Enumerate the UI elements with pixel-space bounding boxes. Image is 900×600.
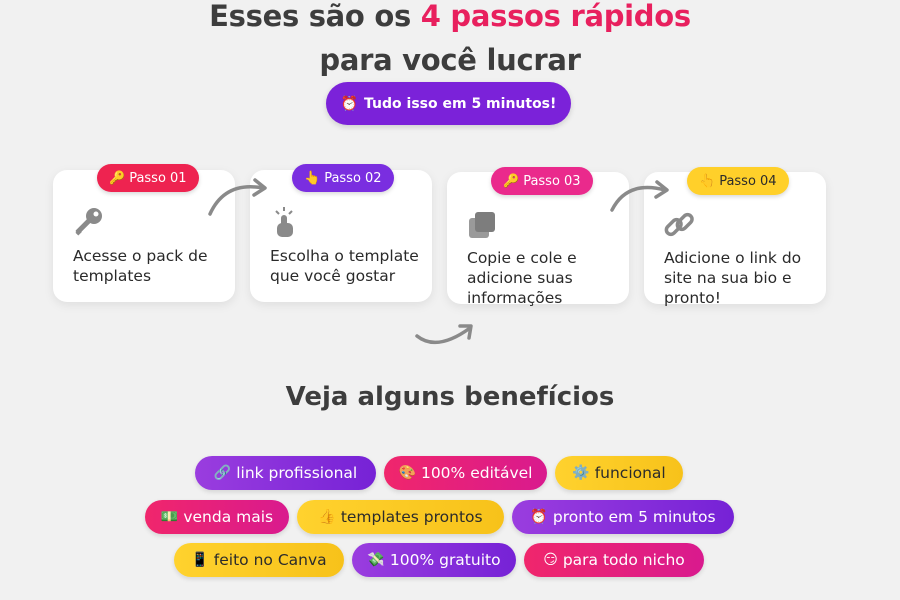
benefit-chip: 💵 venda mais [145,500,289,534]
title-line-2: para você lucrar [319,43,581,77]
time-pill: ⏰ Tudo isso em 5 minutos! [326,82,571,125]
time-pill-label: Tudo isso em 5 minutos! [364,95,557,112]
benefit-chip: ⏰ pronto em 5 minutos [512,500,734,534]
benefit-chip: 🔗 link profissional [195,456,376,490]
key-icon: 🔑 [109,170,126,186]
benefit-label: feito no Canva [213,551,327,569]
gear-icon: ⚙️ [572,465,590,481]
palette-icon: 🎨 [398,465,416,481]
alarm-clock-icon: ⏰ [340,95,359,112]
step-card-2: Escolha o template que você gostar [250,170,432,302]
title-line-1: Esses são os 4 passos rápidos [0,0,900,38]
arrow-right-icon [610,180,669,212]
benefit-label: 100% gratuito [389,551,501,569]
tap-icon: 👆 [304,170,321,186]
page-title: Esses são os 4 passos rápidos para você … [0,0,900,82]
step-badge-4: 👆 Passo 04 [687,167,789,195]
arrow-right-icon [415,324,473,345]
tap-icon: 👆 [699,173,716,189]
benefit-chip: 🎨 100% editável [384,456,547,490]
benefit-chip: 📱 feito no Canva [174,543,344,577]
step-card-1: Acesse o pack de templates [53,170,235,302]
benefit-label: funcional [594,464,666,482]
alarm-clock-icon: ⏰ [530,509,548,525]
step-text: Copie e cole e adicione suas informações [467,249,577,307]
benefit-label: pronto em 5 minutos [552,508,716,526]
benefit-label: 100% editável [420,464,533,482]
step-badge-label: Passo 02 [324,170,382,186]
tap-icon [275,207,293,237]
benefit-label: venda mais [183,508,274,526]
key-icon: 🔑 [503,173,520,189]
benefit-chip: 💸 100% gratuito [352,543,516,577]
arrow-right-icon [208,178,267,216]
step-badge-2: 👆 Passo 02 [292,164,394,192]
smirk-icon: 😏 [543,552,558,568]
benefit-label: link profissional [236,464,358,482]
key-icon [75,208,102,236]
copy-icon [469,212,495,238]
link-icon [664,212,694,237]
step-badge-label: Passo 04 [719,173,777,189]
step-badge-3: 🔑 Passo 03 [491,167,593,195]
link-icon: 🔗 [213,465,232,481]
title-prefix: Esses são os [209,0,421,33]
step-text: Escolha o template que você gostar [270,247,419,285]
title-highlight: 4 passos rápidos [420,0,691,33]
thumbs-up-icon: 👍 [318,509,336,525]
benefits-title: Veja alguns benefícios [285,382,615,412]
benefit-label: templates prontos [340,508,483,526]
phone-icon: 📱 [191,552,209,568]
benefit-chip: 😏 para todo nicho [524,543,704,577]
step-badge-label: Passo 03 [523,173,581,189]
benefit-chip: 👍 templates prontos [297,500,504,534]
money-icon: 💵 [160,509,179,525]
benefit-chip: ⚙️ funcional [555,456,683,490]
benefit-label: para todo nicho [562,551,685,569]
step-badge-label: Passo 01 [129,170,187,186]
step-badge-1: 🔑 Passo 01 [97,164,199,192]
money-wings-icon: 💸 [367,552,385,568]
step-text: Acesse o pack de templates [73,247,208,285]
step-text: Adicione o link do site na sua bio e pro… [664,249,802,307]
